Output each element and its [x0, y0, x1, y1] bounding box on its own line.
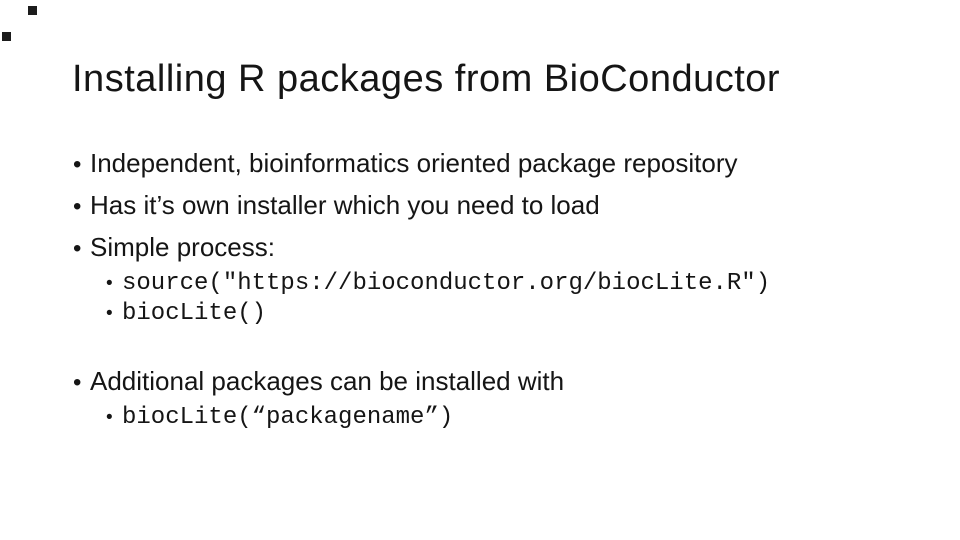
code-bullet-item: • source("https://bioconductor.org/biocL…	[106, 269, 770, 299]
code-bullet-item: • biocLite(“packagename”)	[106, 403, 770, 433]
bullet-icon: •	[73, 151, 82, 178]
code-text: source("https://bioconductor.org/biocLit…	[122, 270, 771, 297]
bullet-item: • Simple process:	[73, 227, 770, 269]
bullet-text: Independent, bioinformatics oriented pac…	[90, 148, 738, 178]
bullet-item: • Additional packages can be installed w…	[73, 361, 770, 403]
bullet-text: Has it’s own installer which you need to…	[90, 190, 600, 220]
code-text: biocLite(“packagename”)	[122, 404, 454, 431]
bullet-icon: •	[73, 369, 82, 396]
stray-mark-icon	[28, 6, 37, 15]
bullet-icon: •	[106, 407, 113, 428]
bullet-text: Additional packages can be installed wit…	[90, 366, 565, 396]
bullet-icon: •	[73, 193, 82, 220]
bullet-item: • Independent, bioinformatics oriented p…	[73, 143, 770, 185]
bullet-text: Simple process:	[90, 232, 275, 262]
bullet-list: • Independent, bioinformatics oriented p…	[73, 143, 770, 433]
slide-title: Installing R packages from BioConductor	[72, 58, 781, 100]
bullet-icon: •	[73, 235, 82, 262]
bullet-item: • Has it’s own installer which you need …	[73, 185, 770, 227]
bullet-icon: •	[106, 303, 113, 324]
stray-mark-icon	[2, 32, 11, 41]
code-bullet-item: • biocLite()	[106, 299, 770, 329]
code-text: biocLite()	[122, 300, 267, 327]
bullet-icon: •	[106, 273, 113, 294]
